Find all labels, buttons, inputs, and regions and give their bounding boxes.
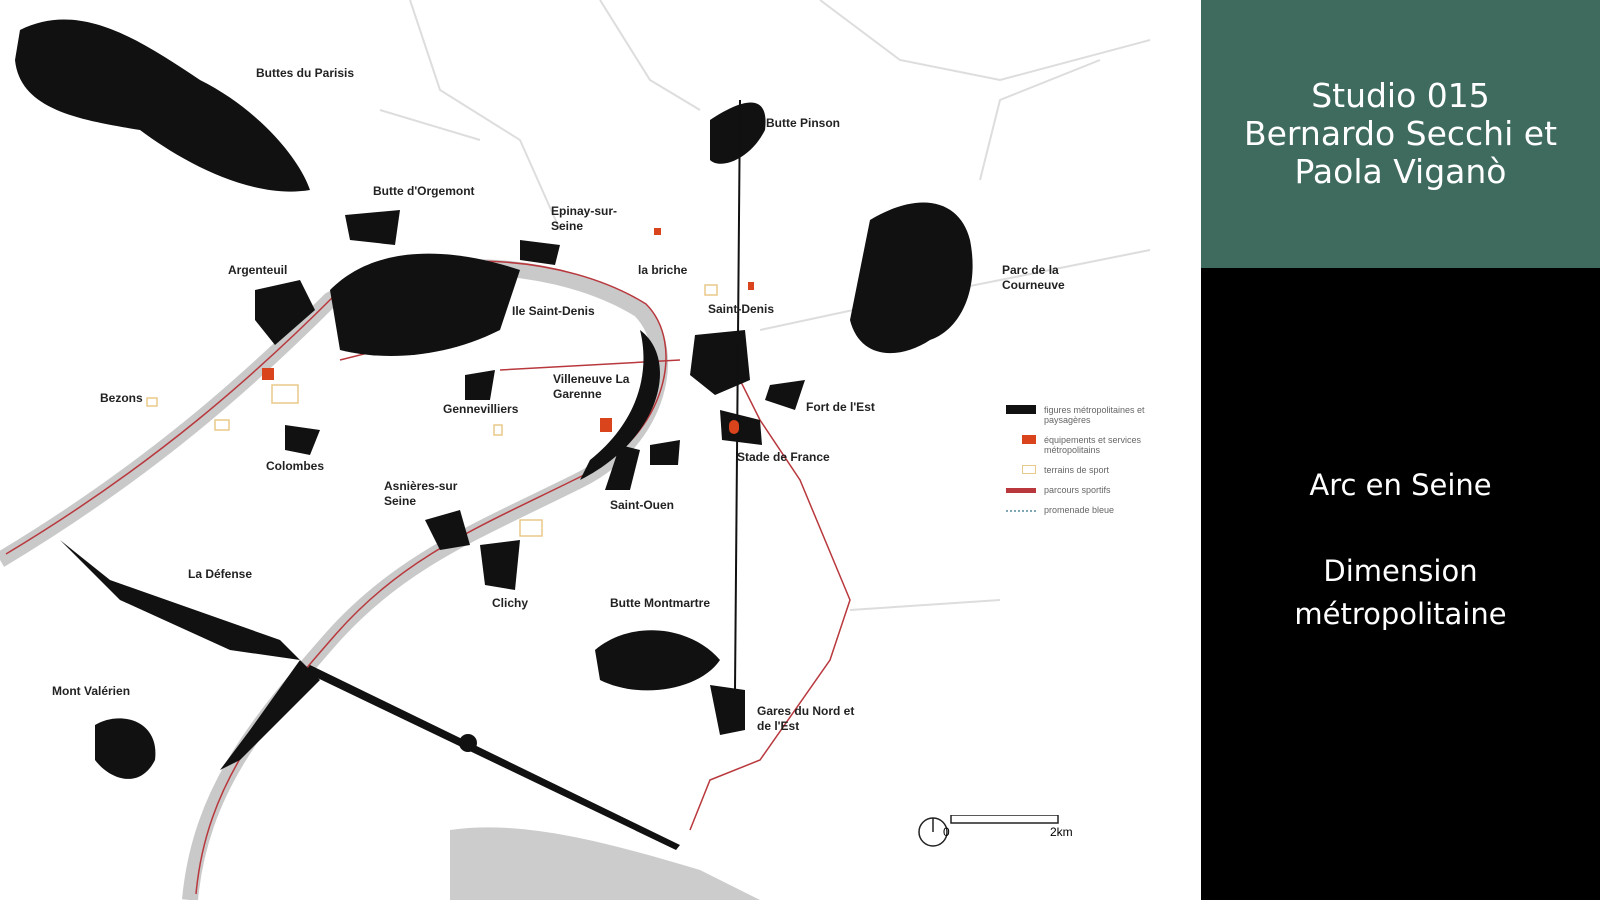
subtitle-line: métropolitaine — [1294, 597, 1507, 631]
map-label: Saint-Denis — [708, 302, 775, 316]
legend-label: équipements et services métropolitains — [1044, 435, 1142, 455]
legend-swatch — [1006, 435, 1036, 445]
legend-label: promenade bleue — [1044, 505, 1115, 515]
title-line: Bernardo Secchi et — [1243, 114, 1558, 153]
map-drawing — [0, 0, 1151, 900]
legend-item: parcours sportifs — [1006, 485, 1176, 495]
map-label: Bezons — [100, 391, 143, 405]
map-label: Buttes du Parisis — [256, 66, 355, 80]
scale-start: 0 — [943, 825, 950, 839]
legend-label: parcours sportifs — [1044, 485, 1111, 495]
map: Buttes du Parisis Butte d'Orgemont Epina… — [0, 0, 1176, 900]
map-label: Asnières-sur Seine — [384, 479, 458, 508]
title-line: Studio 015 — [1311, 76, 1490, 115]
map-label: Ile Saint-Denis — [512, 304, 595, 318]
roads — [379, 0, 1151, 611]
map-label: Parc de la Courneuve — [1002, 263, 1065, 292]
parcours-sportifs-east — [689, 339, 851, 831]
legend-swatch — [1006, 465, 1036, 475]
north-and-scale-icon — [918, 815, 1059, 847]
equipments — [262, 228, 754, 434]
map-label: Clichy — [492, 596, 529, 610]
river-south — [450, 827, 760, 900]
map-label: Gares du Nord et de l'Est — [757, 704, 855, 733]
map-label: Stade de France — [737, 450, 830, 464]
rail-axis — [734, 99, 741, 691]
map-label: Mont Valérien — [52, 684, 131, 698]
map-legend: figures métropolitaines et paysagères éq… — [1006, 405, 1176, 525]
map-label: Butte d'Orgemont — [373, 184, 475, 198]
legend-label: figures métropolitaines et paysagères — [1044, 405, 1145, 425]
map-label: Butte Pinson — [766, 116, 840, 130]
legend-item: promenade bleue — [1006, 505, 1176, 515]
legend-item: terrains de sport — [1006, 465, 1176, 475]
map-label: Argenteuil — [228, 263, 288, 277]
subtitle-heading: Arc en Seine — [1309, 468, 1492, 502]
map-label: La Défense — [188, 567, 253, 581]
subtitle-line: Dimension — [1323, 554, 1478, 588]
legend-swatch — [1006, 510, 1036, 512]
title-panel: Studio 015 Bernardo Secchi et Paola Viga… — [1201, 0, 1600, 268]
legend-label: terrains de sport — [1044, 465, 1110, 475]
map-label: Butte Montmartre — [610, 596, 711, 610]
seine-river — [0, 259, 668, 900]
legend-item: figures métropolitaines et paysagères — [1006, 405, 1176, 425]
metropolitan-figures — [15, 19, 973, 850]
map-label: Colombes — [266, 459, 325, 473]
scale-end: 2km — [1050, 825, 1073, 839]
map-label: Epinay-sur-Seine — [551, 204, 618, 233]
sport-grounds — [146, 284, 718, 537]
legend-swatch — [1006, 488, 1036, 493]
map-label: Villeneuve La Garenne — [553, 372, 630, 401]
map-label: Gennevilliers — [443, 402, 519, 416]
subtitle-panel: Arc en Seine Dimension métropolitaine — [1201, 268, 1600, 900]
map-label: Fort de l'Est — [806, 400, 875, 414]
map-label: la briche — [638, 263, 688, 277]
map-label: Saint-Ouen — [610, 498, 675, 512]
legend-item: équipements et services métropolitains — [1006, 435, 1176, 455]
legend-swatch — [1006, 405, 1036, 414]
parcours-sportifs-line — [5, 260, 667, 895]
title-line: Paola Viganò — [1294, 152, 1507, 191]
